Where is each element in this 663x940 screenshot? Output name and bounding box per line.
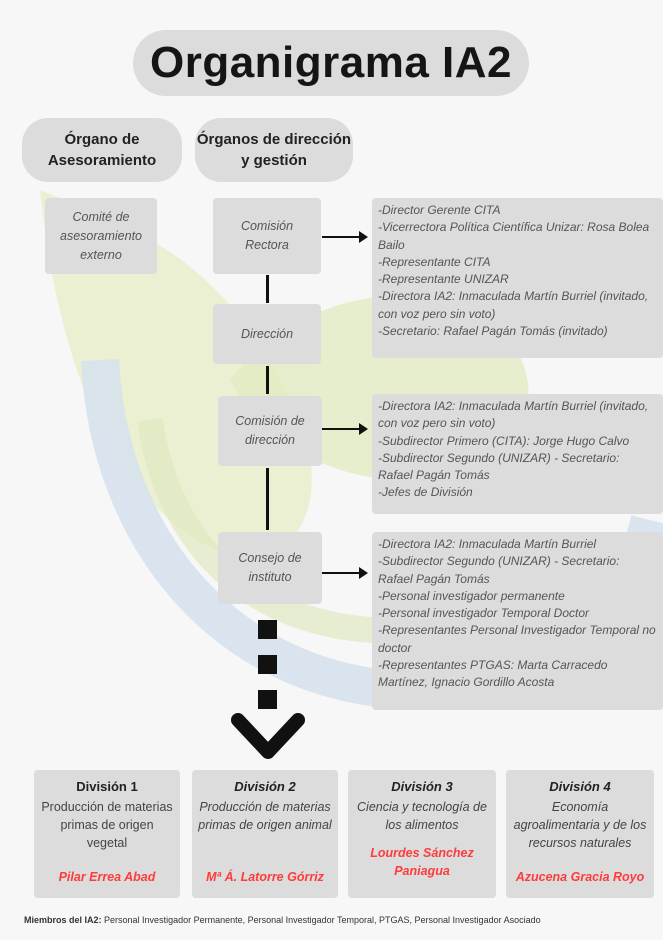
division-2-card: División 2 Producción de materias primas…	[192, 770, 338, 898]
member-line: -Subdirector Segundo (UNIZAR) - Secretar…	[378, 450, 620, 483]
member-line: -Directora IA2: Inmaculada Martín Burrie…	[378, 399, 649, 431]
division-title: División 1	[76, 779, 138, 794]
division-title: División 2	[234, 779, 296, 794]
dotted-line-square	[258, 655, 277, 674]
division-lead: Azucena Gracia Royo	[515, 870, 645, 884]
division-title: División 4	[549, 779, 611, 794]
member-line: -Representante UNIZAR	[378, 272, 509, 287]
member-line: -Representante CITA	[378, 254, 491, 269]
management-column-header: Órganos de dirección y gestión	[195, 118, 353, 182]
footer-note: Miembros del IA2: Personal Investigador …	[24, 915, 541, 925]
chevron-down-icon	[231, 713, 305, 759]
comision-direccion-members: -Directora IA2: Inmaculada Martín Burrie…	[372, 394, 663, 514]
member-line: -Personal investigador Temporal Doctor	[378, 606, 589, 621]
arrow-right-icon	[322, 423, 368, 435]
member-line: -Subdirector Primero (CITA): Jorge Hugo …	[378, 433, 630, 448]
division-title: División 3	[391, 779, 453, 794]
division-lead: Mª Á. Latorre Górriz	[206, 870, 324, 884]
connector-line	[266, 468, 269, 530]
consejo-instituto-members: -Directora IA2: Inmaculada Martín Burrie…	[372, 532, 663, 710]
member-line: -Jefes de División	[378, 485, 473, 500]
member-line: -Secretario: Rafael Pagán Tomás (invitad…	[378, 324, 608, 339]
division-subject: Producción de materias primas de origen …	[41, 800, 173, 850]
member-line: -Representantes Personal Investigador Te…	[378, 623, 656, 655]
dotted-line-square	[258, 690, 277, 709]
division-4-card: División 4 Economía agroalimentaria y de…	[506, 770, 654, 898]
direccion-box: Dirección	[213, 304, 321, 364]
member-line: -Director Gerente CITA	[378, 203, 501, 217]
member-line: -Vicerrectora Política Científica Unizar…	[378, 220, 650, 252]
comision-rectora-members: -Director Gerente CITA -Vicerrectora Polí…	[372, 198, 663, 358]
page-title: Organigrama IA2	[133, 30, 529, 96]
division-1-card: División 1 Producción de materias primas…	[34, 770, 180, 898]
member-line: -Directora IA2: Inmaculada Martín Burrie…	[378, 289, 649, 321]
division-lead: Pilar Errea Abad	[58, 870, 156, 884]
division-subject: Economía agroalimentaria y de los recurs…	[513, 800, 647, 850]
member-line: -Personal investigador permanente	[378, 588, 565, 603]
consejo-instituto-box: Consejo de instituto	[218, 532, 322, 604]
advisory-column-header: Órgano de Asesoramiento	[22, 118, 182, 182]
member-line: -Directora IA2: Inmaculada Martín Burrie…	[378, 537, 597, 551]
member-line: -Representantes PTGAS: Marta Carracedo M…	[378, 658, 608, 690]
footer-text: Personal Investigador Permanente, Person…	[104, 915, 541, 925]
member-line: -Subdirector Segundo (UNIZAR) - Secretar…	[378, 554, 620, 586]
comision-rectora-box: Comisión Rectora	[213, 198, 321, 274]
comision-direccion-box: Comisión de dirección	[218, 396, 322, 466]
division-subject: Producción de materias primas de origen …	[198, 800, 332, 832]
connector-line	[266, 366, 269, 394]
connector-line	[266, 275, 269, 303]
arrow-right-icon	[322, 231, 368, 243]
dotted-line-square	[258, 620, 277, 639]
division-subject: Ciencia y tecnología de los alimentos	[357, 800, 487, 832]
division-lead: Lourdes Sánchez Paniagua	[370, 846, 474, 878]
division-3-card: División 3 Ciencia y tecnología de los a…	[348, 770, 496, 898]
arrow-right-icon	[322, 567, 368, 579]
advisory-committee-box: Comité de asesoramiento externo	[45, 198, 157, 274]
footer-label: Miembros del IA2:	[24, 915, 102, 925]
